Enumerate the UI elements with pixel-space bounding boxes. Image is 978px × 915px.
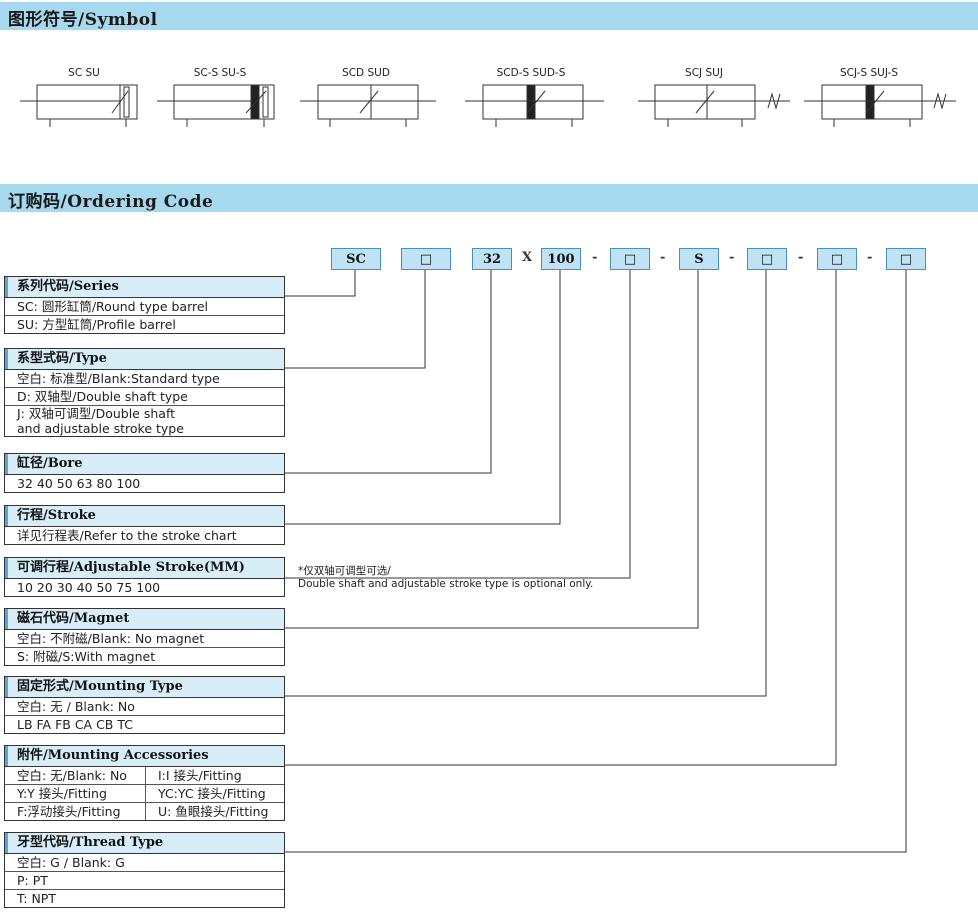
mounting-type-group: 固定形式/Mounting Type 空白: 无 / Blank: No LB …	[4, 676, 285, 734]
stroke-option: 详见行程表/Refer to the stroke chart	[17, 528, 237, 543]
type-option-line: J: 双轴可调型/Double shaft	[17, 406, 176, 421]
series-heading: 系列代码/Series	[5, 276, 284, 298]
accessories-row: 空白: 无/Blank: No I:I 接头/Fitting	[5, 767, 284, 785]
symbol-label-sc: SC SU	[68, 67, 100, 79]
code-dash-1: -	[592, 250, 598, 265]
symbol-label-scd-s: SCD-S SUD-S	[496, 67, 566, 79]
code-box-thread: □	[886, 248, 926, 270]
symbol-sc-icon	[20, 84, 138, 127]
mounting-accessories-heading: 附件/Mounting Accessories	[5, 745, 284, 767]
thread-type-heading: 牙型代码/Thread Type	[5, 832, 284, 854]
type-option: 空白: 标准型/Blank:Standard type	[5, 370, 284, 388]
type-option: J: 双轴可调型/Double shaft and adjustable str…	[5, 406, 284, 436]
symbol-label-scj-s: SCJ-S SUJ-S	[839, 67, 899, 79]
ordering-section-title: 订购码/Ordering Code	[8, 192, 214, 212]
code-box-magnet: S	[679, 248, 719, 270]
series-group: 系列代码/Series SC: 圆形缸筒/Round type barrel S…	[4, 276, 285, 334]
symbol-section-title: 图形符号/Symbol	[8, 10, 158, 30]
code-dash-2: -	[660, 250, 666, 265]
code-box-mounting: □	[747, 248, 787, 270]
thread-type-option: T: NPT	[17, 891, 56, 906]
symbol-label-sc-s: SC-S SU-S	[193, 67, 247, 79]
mounting-type-heading: 固定形式/Mounting Type	[5, 676, 284, 698]
code-dash-4: -	[798, 250, 804, 265]
bore-group: 缸径/Bore 32 40 50 63 80 100	[4, 453, 285, 493]
magnet-option: 空白: 不附磁/Blank: No magnet	[5, 630, 284, 648]
type-option: D: 双轴型/Double shaft type	[5, 388, 284, 406]
series-option: SU: 方型缸筒/Profile barrel	[17, 317, 176, 332]
code-box-stroke: 100	[541, 248, 581, 270]
adjustable-stroke-heading: 可调行程/Adjustable Stroke(MM)	[5, 557, 284, 579]
code-dash-5: -	[867, 250, 873, 265]
symbol-scd-icon	[300, 84, 436, 127]
mounting-type-option: 空白: 无 / Blank: No	[5, 698, 284, 716]
thread-type-group: 牙型代码/Thread Type 空白: G / Blank: G P: PT …	[4, 832, 285, 908]
adjustable-stroke-note: *仅双轴可调型可选/ Double shaft and adjustable s…	[298, 563, 593, 590]
symbol-label-scj: SCJ SUJ	[685, 67, 723, 79]
symbol-label-scd: SCD SUD	[342, 67, 390, 79]
accessories-cell: I:I 接头/Fitting	[158, 768, 242, 783]
mounting-type-option: LB FA FB CA CB TC	[17, 717, 133, 732]
note-line-2: Double shaft and adjustable stroke type …	[298, 578, 594, 590]
code-box-accessories: □	[817, 248, 857, 270]
symbol-section-header: 图形符号/Symbol	[0, 2, 978, 30]
accessories-cell: YC:YC 接头/Fitting	[158, 786, 266, 801]
bore-heading: 缸径/Bore	[5, 453, 284, 475]
code-box-type: □	[401, 248, 451, 270]
accessories-row: Y:Y 接头/Fitting YC:YC 接头/Fitting	[5, 785, 284, 803]
magnet-heading: 磁石代码/Magnet	[5, 608, 284, 630]
stroke-heading: 行程/Stroke	[5, 505, 284, 527]
thread-type-option: 空白: G / Blank: G	[5, 854, 284, 872]
cylinder-symbols	[20, 84, 956, 127]
symbol-scj-icon	[638, 84, 790, 127]
bore-option: 32 40 50 63 80 100	[17, 476, 141, 491]
thread-type-option: P: PT	[5, 872, 284, 890]
accessories-cell: F:浮动接头/Fitting	[5, 803, 146, 820]
symbol-sc-s-icon	[157, 84, 275, 127]
code-x-separator: X	[522, 250, 533, 265]
adjustable-stroke-option: 10 20 30 40 50 75 100	[17, 580, 161, 595]
type-option-line: and adjustable stroke type	[17, 421, 184, 436]
magnet-option: S: 附磁/S:With magnet	[17, 649, 156, 664]
ordering-section-header: 订购码/Ordering Code	[0, 184, 978, 212]
accessories-cell: 空白: 无/Blank: No	[5, 767, 146, 784]
series-option: SC: 圆形缸筒/Round type barrel	[5, 298, 284, 316]
mounting-accessories-group: 附件/Mounting Accessories 空白: 无/Blank: No …	[4, 745, 285, 821]
accessories-cell: U: 鱼眼接头/Fitting	[158, 804, 269, 819]
magnet-group: 磁石代码/Magnet 空白: 不附磁/Blank: No magnet S: …	[4, 608, 285, 666]
note-line-1: *仅双轴可调型可选/	[298, 565, 391, 577]
adjustable-stroke-group: 可调行程/Adjustable Stroke(MM) 10 20 30 40 5…	[4, 557, 285, 597]
stroke-group: 行程/Stroke 详见行程表/Refer to the stroke char…	[4, 505, 285, 545]
type-heading: 系型式码/Type	[5, 348, 284, 370]
code-box-series: SC	[331, 248, 381, 270]
accessories-row: F:浮动接头/Fitting U: 鱼眼接头/Fitting	[5, 803, 284, 820]
code-box-bore: 32	[472, 248, 512, 270]
symbol-scd-s-icon	[465, 84, 604, 127]
code-dash-3: -	[729, 250, 735, 265]
code-box-adj-stroke: □	[610, 248, 650, 270]
accessories-cell: Y:Y 接头/Fitting	[5, 785, 146, 802]
symbol-scj-s-icon	[804, 84, 956, 127]
type-group: 系型式码/Type 空白: 标准型/Blank:Standard type D:…	[4, 348, 285, 437]
